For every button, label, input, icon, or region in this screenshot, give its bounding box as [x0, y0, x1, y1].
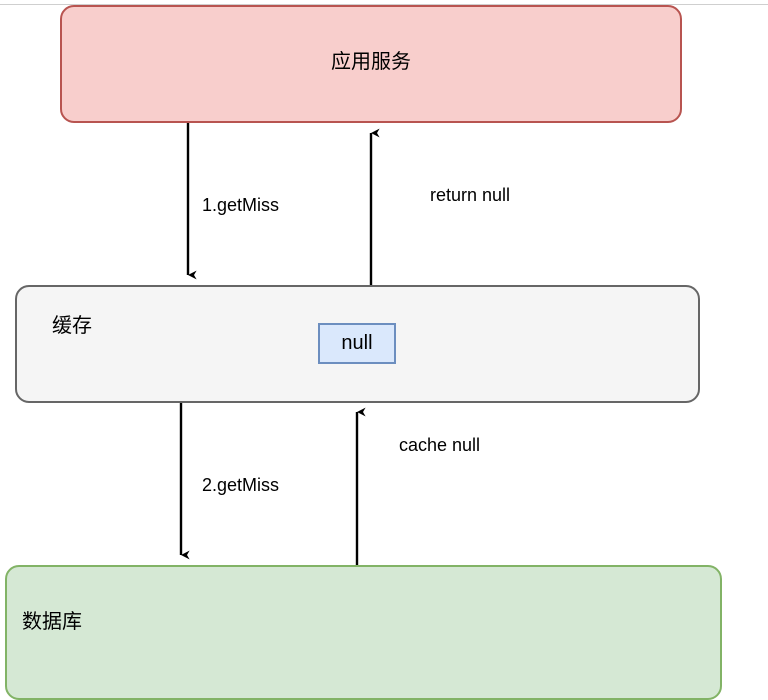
node-database[interactable] [5, 565, 722, 700]
edge-label-app-to-cache: 1.getMiss [202, 195, 280, 215]
node-null-value[interactable] [318, 323, 396, 364]
edge-label-cache-to-app: return null [430, 185, 511, 205]
node-database-label: 数据库 [22, 611, 82, 633]
node-cache-label: 缓存 [52, 315, 92, 337]
node-app-service[interactable] [60, 5, 682, 123]
edge-label-cache-to-db: 2.getMiss [202, 475, 280, 495]
edge-label-db-to-cache: cache null [399, 435, 481, 455]
node-app-service-label: 应用服务 [331, 51, 411, 73]
node-null-value-label: null [341, 332, 373, 354]
top-divider-line [0, 4, 768, 5]
